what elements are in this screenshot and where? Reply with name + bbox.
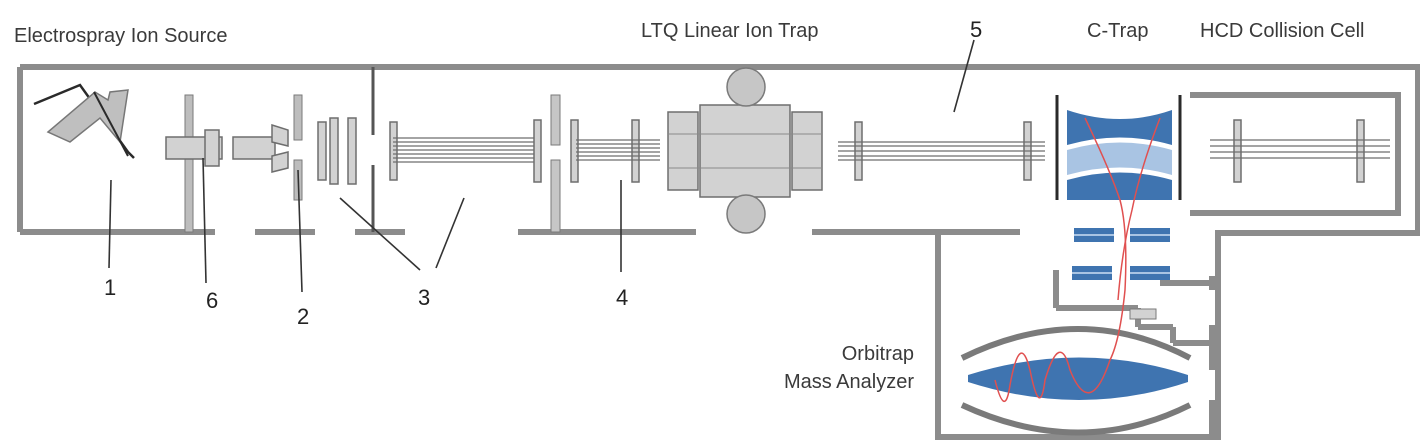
callout-1: 1 [104,275,116,300]
callout-6: 6 [206,288,218,313]
transfer-multipole [838,121,1045,181]
label-ltq-linear-ion-trap: LTQ Linear Ion Trap [641,20,819,42]
label-electrospray-ion-source: Electrospray Ion Source [14,25,227,47]
hcd-collision-cell [1210,119,1390,183]
label-c-trap: C-Trap [1087,20,1148,42]
c-trap [1055,95,1182,200]
octopole-ion-guide [533,94,660,233]
label-hcd-collision-cell: HCD Collision Cell [1200,20,1364,42]
callout-4: 4 [616,285,628,310]
ltq-linear-ion-trap [667,67,823,234]
square-quadrupole-rods [393,137,540,163]
callout-leaders [108,39,975,293]
label-orbitrap: Orbitrap [842,343,914,365]
s-lens [271,94,357,201]
callout-2: 2 [297,304,309,329]
injection-lenses [1072,228,1170,320]
electrospray-source [33,83,135,159]
callout-5: 5 [970,17,982,42]
label-mass-analyzer: Mass Analyzer [784,371,914,393]
multipole-ion-guides [371,67,540,232]
ion-transfer-tube [165,94,276,233]
callout-3: 3 [418,285,430,310]
orbitrap-analyzer [960,326,1192,436]
ion-trajectory [994,117,1161,402]
instrument-housing [17,64,1420,440]
